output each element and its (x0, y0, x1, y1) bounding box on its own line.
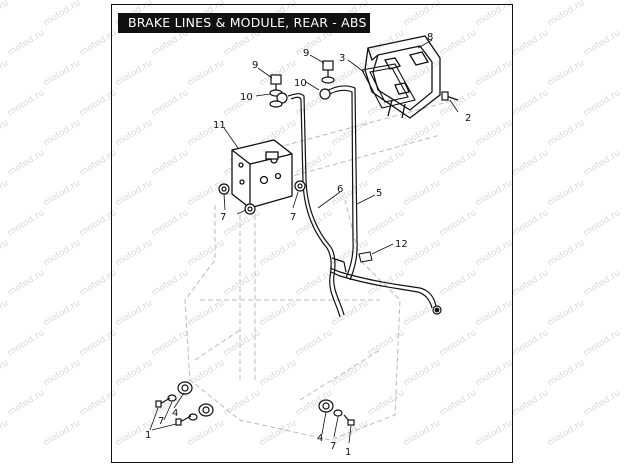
hydraulic-unit-outline (361, 63, 416, 109)
callout-8: 8 (427, 32, 433, 43)
brake-line-5 (324, 85, 358, 281)
mount-hardware-right (318, 399, 355, 426)
grommets-module (218, 180, 306, 215)
callout-12: 12 (395, 239, 408, 250)
leader-lines (149, 39, 459, 444)
callout-7-lower-right: 7 (330, 441, 336, 452)
callout-9-left: 9 (252, 60, 258, 71)
brake-line-extension (329, 257, 442, 315)
callout-10-left: 10 (240, 92, 253, 103)
diagram-title: BRAKE LINES & MODULE, REAR - ABS (118, 13, 370, 33)
callout-5: 5 (376, 188, 382, 199)
abs-bracket (364, 35, 441, 119)
abs-module (231, 139, 293, 209)
banjo-fitting-left (269, 74, 288, 108)
mount-hardware-left (155, 381, 214, 426)
callout-7-lower-left: 7 (158, 416, 164, 427)
callout-3: 3 (339, 53, 345, 64)
callout-10-right: 10 (294, 78, 307, 89)
brake-line-6 (287, 93, 345, 318)
callout-4-right: 4 (317, 433, 323, 444)
bolt-2 (441, 91, 459, 101)
callout-6: 6 (337, 184, 343, 195)
diagram-frame (111, 4, 513, 463)
callout-9-right: 9 (303, 48, 309, 59)
callout-2: 2 (465, 113, 471, 124)
callout-labels: 8 3 2 9 9 10 10 11 7 7 6 5 12 1 7 4 4 7 … (145, 32, 471, 458)
callout-7-module-left: 7 (220, 212, 226, 223)
callout-7-module-right: 7 (290, 212, 296, 223)
callout-4-left: 4 (172, 408, 178, 419)
callout-1-left: 1 (145, 430, 151, 441)
banjo-fitting-right (319, 60, 335, 100)
frame-outline (184, 99, 456, 441)
callout-1-right: 1 (345, 447, 351, 458)
line-clip-12 (358, 251, 373, 263)
callout-11: 11 (213, 120, 226, 131)
